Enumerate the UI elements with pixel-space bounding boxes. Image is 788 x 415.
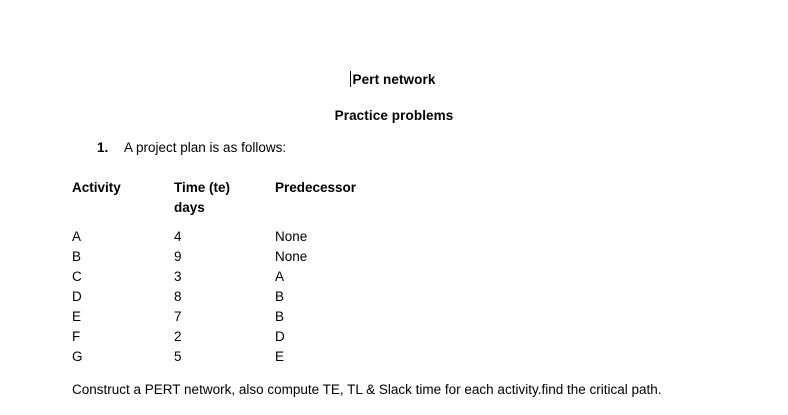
document-title: Pert network bbox=[0, 71, 788, 87]
document-subtitle: Practice problems bbox=[334, 108, 454, 123]
cell-time: 7 bbox=[174, 309, 182, 324]
list-item-number: 1. bbox=[97, 140, 109, 155]
instruction-text: Construct a PERT network, also compute T… bbox=[72, 382, 662, 397]
cell-activity: B bbox=[72, 249, 82, 264]
text-caret bbox=[349, 71, 351, 87]
cell-activity: D bbox=[72, 289, 82, 304]
cell-time: 3 bbox=[174, 269, 182, 284]
list-item-text: A project plan is as follows: bbox=[124, 140, 287, 155]
cell-time: 5 bbox=[174, 349, 182, 364]
cell-predecessor: D bbox=[275, 329, 285, 344]
cell-activity: E bbox=[72, 309, 82, 324]
column-header-time: Time (te) bbox=[174, 180, 231, 195]
cell-predecessor: None bbox=[275, 249, 308, 264]
cell-predecessor: None bbox=[275, 229, 308, 244]
numbered-list-item: 1. A project plan is as follows: bbox=[97, 140, 286, 155]
cell-time: 9 bbox=[174, 249, 182, 264]
cell-predecessor: B bbox=[275, 289, 285, 304]
cell-activity: C bbox=[72, 269, 82, 284]
cell-activity: G bbox=[72, 349, 83, 364]
cell-activity: A bbox=[72, 229, 82, 244]
cell-predecessor: B bbox=[275, 309, 285, 324]
column-header-activity: Activity bbox=[72, 180, 121, 195]
cell-activity: F bbox=[72, 329, 81, 344]
column-header-time-units: days bbox=[174, 200, 205, 215]
column-header-predecessor: Predecessor bbox=[275, 180, 357, 195]
title-caret-wrapper: Pert network bbox=[349, 71, 436, 87]
cell-time: 4 bbox=[174, 229, 182, 244]
cell-time: 2 bbox=[174, 329, 182, 344]
cell-predecessor: E bbox=[275, 349, 285, 364]
cell-time: 8 bbox=[174, 289, 182, 304]
document-title-text: Pert network bbox=[352, 72, 436, 87]
cell-predecessor: A bbox=[275, 269, 285, 284]
